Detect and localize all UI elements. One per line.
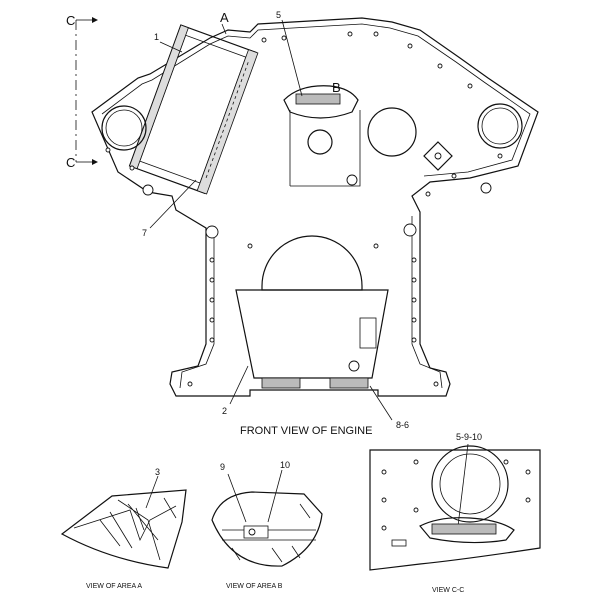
callout-10: 10 [280, 460, 290, 470]
detail-view-cc [369, 445, 541, 571]
view-cc-caption: VIEW C-C [432, 587, 464, 594]
callout-1: 1 [154, 32, 159, 42]
callout-3: 3 [155, 467, 160, 477]
detail-area-b [211, 491, 323, 567]
crank-opening [261, 235, 363, 291]
callout-5-9-10: 5-9-10 [456, 432, 482, 442]
section-line-cc [75, 17, 98, 165]
liner-assembly [128, 24, 259, 195]
callout-2: 2 [222, 406, 227, 416]
pad-b [283, 85, 361, 187]
view-a-caption: VIEW OF AREA A [86, 583, 142, 590]
diamond-plate [423, 141, 453, 171]
front-view-caption: FRONT VIEW OF ENGINE [240, 425, 372, 437]
detail-area-a [60, 489, 187, 569]
callout-5: 5 [276, 10, 281, 20]
small-opening [307, 129, 333, 155]
right-bore [477, 103, 523, 149]
section-c-bottom-label: C [66, 155, 75, 170]
callout-area-a: A [220, 10, 229, 25]
left-bore [101, 105, 147, 151]
seal-left [261, 377, 301, 389]
seal-right [329, 377, 369, 389]
bolt-holes [105, 31, 503, 387]
upper-opening [367, 107, 417, 157]
section-c-top-label: C [66, 13, 75, 28]
callout-7: 7 [142, 228, 147, 238]
view-b-caption: VIEW OF AREA B [226, 583, 283, 590]
callout-9: 9 [220, 462, 225, 472]
callout-8-6: 8-6 [396, 420, 409, 430]
oil-pan-cover [235, 289, 389, 379]
callout-area-b: B [332, 80, 341, 95]
engine-housing-outline [91, 17, 539, 397]
